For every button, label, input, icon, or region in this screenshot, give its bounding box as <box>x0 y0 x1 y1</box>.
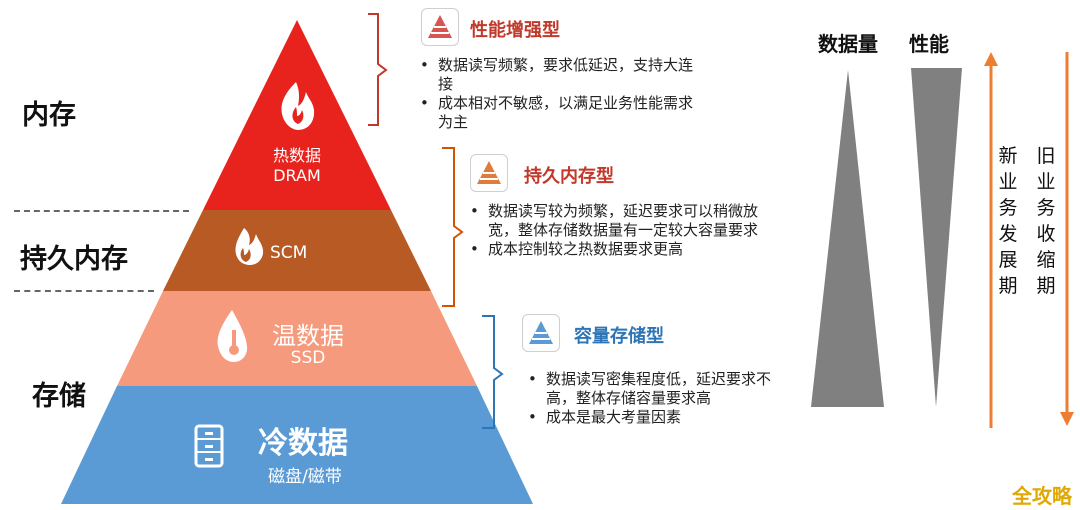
flame-icon <box>281 82 315 130</box>
persistent-memory-bullet: 数据读写较为频繁，延迟要求可以稍微放宽，整体存储数据量有一定较大容量要求 <box>470 202 760 240</box>
trend-graphic <box>811 52 1074 428</box>
old-business-label: 旧业务收缩期 <box>1036 145 1056 297</box>
scm-title: SCM <box>270 243 308 263</box>
bracket-performance <box>368 13 388 126</box>
pyramid-icon <box>529 321 553 344</box>
warm-data-title: 温数据 <box>272 322 344 350</box>
pyramid-icon <box>428 15 452 38</box>
persistent-memory-badge <box>470 154 508 192</box>
cold-data-title: 冷数据 <box>258 426 348 461</box>
pyramid-scm-layer <box>163 210 431 291</box>
divider-pmem-storage <box>14 290 154 292</box>
new-business-label: 新业务发展期 <box>998 145 1018 297</box>
pyramid-cold-layer <box>61 386 533 504</box>
capacity-bullet: 数据读写密集程度低，延迟要求不高，整体存储容量要求高 <box>528 370 798 408</box>
cabinet-icon <box>194 424 224 468</box>
data-volume-wedge <box>811 70 884 407</box>
label-memory: 内存 <box>22 100 76 131</box>
data-volume-label: 数据量 <box>818 32 878 56</box>
bracket-capacity <box>482 315 504 429</box>
arrow-down-icon <box>1060 52 1074 426</box>
fire-icon <box>235 228 264 265</box>
label-storage: 存储 <box>32 381 86 412</box>
category-brackets <box>368 13 504 429</box>
label-persistent-memory: 持久内存 <box>20 244 128 275</box>
persistent-memory-bullet: 成本控制较之热数据要求更高 <box>470 240 760 259</box>
storage-pyramid <box>61 20 533 504</box>
divider-memory-pmem <box>14 210 189 212</box>
bracket-persistent-memory <box>442 147 464 307</box>
persistent-memory-title: 持久内存型 <box>524 166 614 187</box>
performance-badge <box>421 8 459 46</box>
performance-label: 性能 <box>909 32 949 56</box>
warm-data-sub: SSD <box>290 348 326 368</box>
performance-wedge <box>911 68 962 407</box>
performance-title: 性能增强型 <box>470 20 560 41</box>
capacity-badge <box>522 314 560 352</box>
performance-bullet: 数据读写频繁，要求低延迟，支持大连接 <box>420 56 700 94</box>
capacity-bullet: 成本是最大考量因素 <box>528 408 798 427</box>
pyramid-icon <box>477 161 501 184</box>
capacity-title: 容量存储型 <box>574 326 664 347</box>
warm-flame-icon <box>217 310 248 362</box>
hot-data-title: 热数据 <box>272 146 321 165</box>
arrow-up-icon <box>984 52 998 428</box>
performance-bullet: 成本相对不敏感，以满足业务性能需求为主 <box>420 94 700 132</box>
cold-data-sub: 磁盘/磁带 <box>268 467 342 487</box>
hot-data-sub: DRAM <box>273 166 321 185</box>
watermark: 全攻略 <box>1012 484 1072 508</box>
pyramid-warm-layer <box>117 291 477 386</box>
